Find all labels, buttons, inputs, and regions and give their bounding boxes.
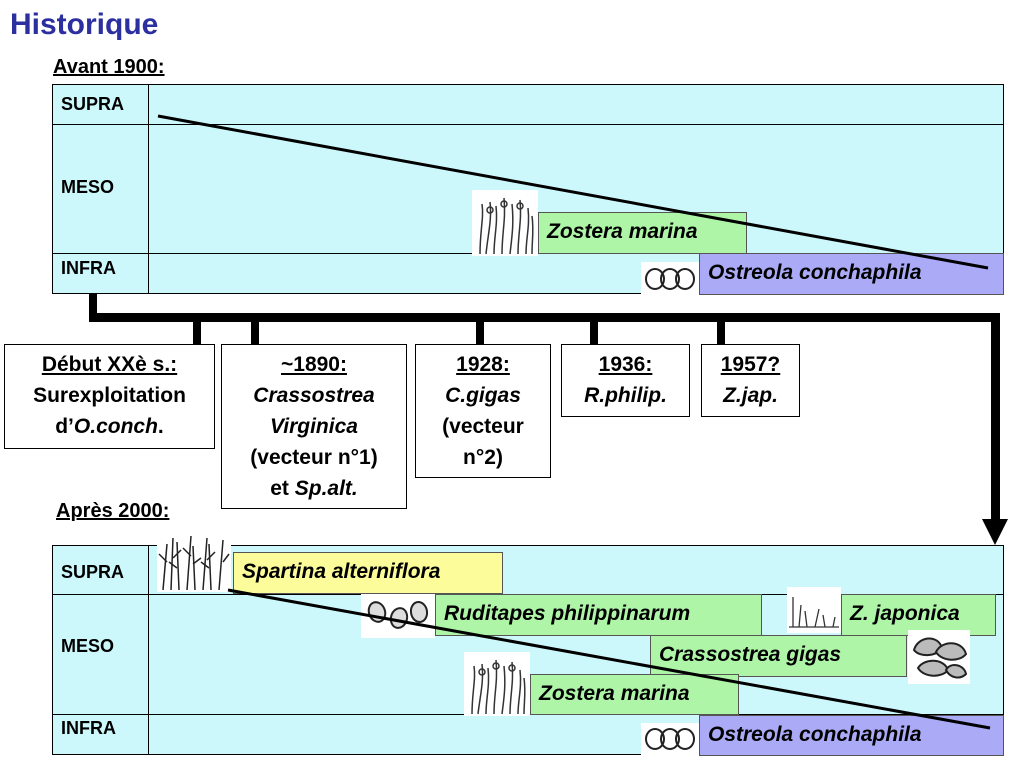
after-zone-meso-label: MESO: [53, 595, 149, 714]
event-debut-xxe-date: Début XXè s.:: [41, 353, 178, 376]
page-title: Historique: [10, 8, 159, 41]
oyster-icon: [641, 262, 699, 294]
before-zone-infra-label: INFRA: [53, 254, 149, 293]
event-1890-spartina: et Sp.alt.: [270, 477, 358, 500]
event-1890: ~1890: Crassostrea Virginica (vecteur n°…: [221, 344, 407, 509]
oyster-cluster-icon: [908, 630, 970, 684]
event-1890-genus: Crassostrea: [253, 384, 375, 407]
after-crassostrea-box: Crassostrea gigas: [650, 635, 907, 677]
event-1890-vector: (vecteur n°1): [250, 446, 378, 469]
event-1928-vector-1: (vecteur: [442, 415, 524, 438]
after-section-label: Après 2000:: [56, 500, 170, 522]
after-zostera-box: Zostera marina: [530, 674, 739, 715]
event-1890-species: Virginica: [270, 415, 358, 438]
after-spartina-box: Spartina alterniflora: [233, 552, 503, 594]
event-1957-date: 1957?: [720, 353, 781, 376]
event-1936: 1936: R.philip.: [561, 344, 690, 417]
timeline-arrow: [89, 294, 1008, 545]
event-debut-xxe: Début XXè s.: Surexploitation d’O.conch.: [4, 344, 215, 449]
after-diagonal-line: [227, 588, 991, 730]
before-section-label: Avant 1900:: [53, 56, 165, 78]
before-ostreola-box: Ostreola conchaphila: [699, 253, 1004, 295]
after-ruditapes-box: Ruditapes philippinarum: [435, 594, 762, 636]
japonica-seagrass-icon: [787, 587, 841, 633]
event-1928-vector-2: n°2): [463, 446, 503, 469]
before-zone-supra-label: SUPRA: [53, 85, 149, 124]
event-1936-date: 1936:: [598, 353, 653, 376]
after-zjaponica-box: Z. japonica: [841, 594, 996, 636]
event-1957-species: Z.jap.: [723, 384, 778, 407]
after-zone-supra-label: SUPRA: [53, 546, 149, 594]
spartina-icon: [157, 532, 231, 592]
event-debut-xxe-species: d’O.conch.: [55, 415, 164, 438]
oyster-icon: [641, 723, 699, 755]
event-1928: 1928: C.gigas (vecteur n°2): [415, 344, 551, 478]
event-1928-date: 1928:: [456, 353, 510, 376]
event-1936-species: R.philip.: [584, 384, 667, 407]
before-diagonal-line: [157, 114, 989, 270]
seagrass-icon: [472, 190, 538, 256]
before-zone-meso-label: MESO: [53, 125, 149, 253]
event-1890-date: ~1890:: [281, 353, 347, 376]
event-1957: 1957? Z.jap.: [701, 344, 800, 417]
event-debut-xxe-text: Surexploitation: [33, 384, 186, 407]
after-zone-infra-label: INFRA: [53, 715, 149, 754]
seagrass-icon: [464, 652, 530, 716]
event-1928-species: C.gigas: [445, 384, 521, 407]
